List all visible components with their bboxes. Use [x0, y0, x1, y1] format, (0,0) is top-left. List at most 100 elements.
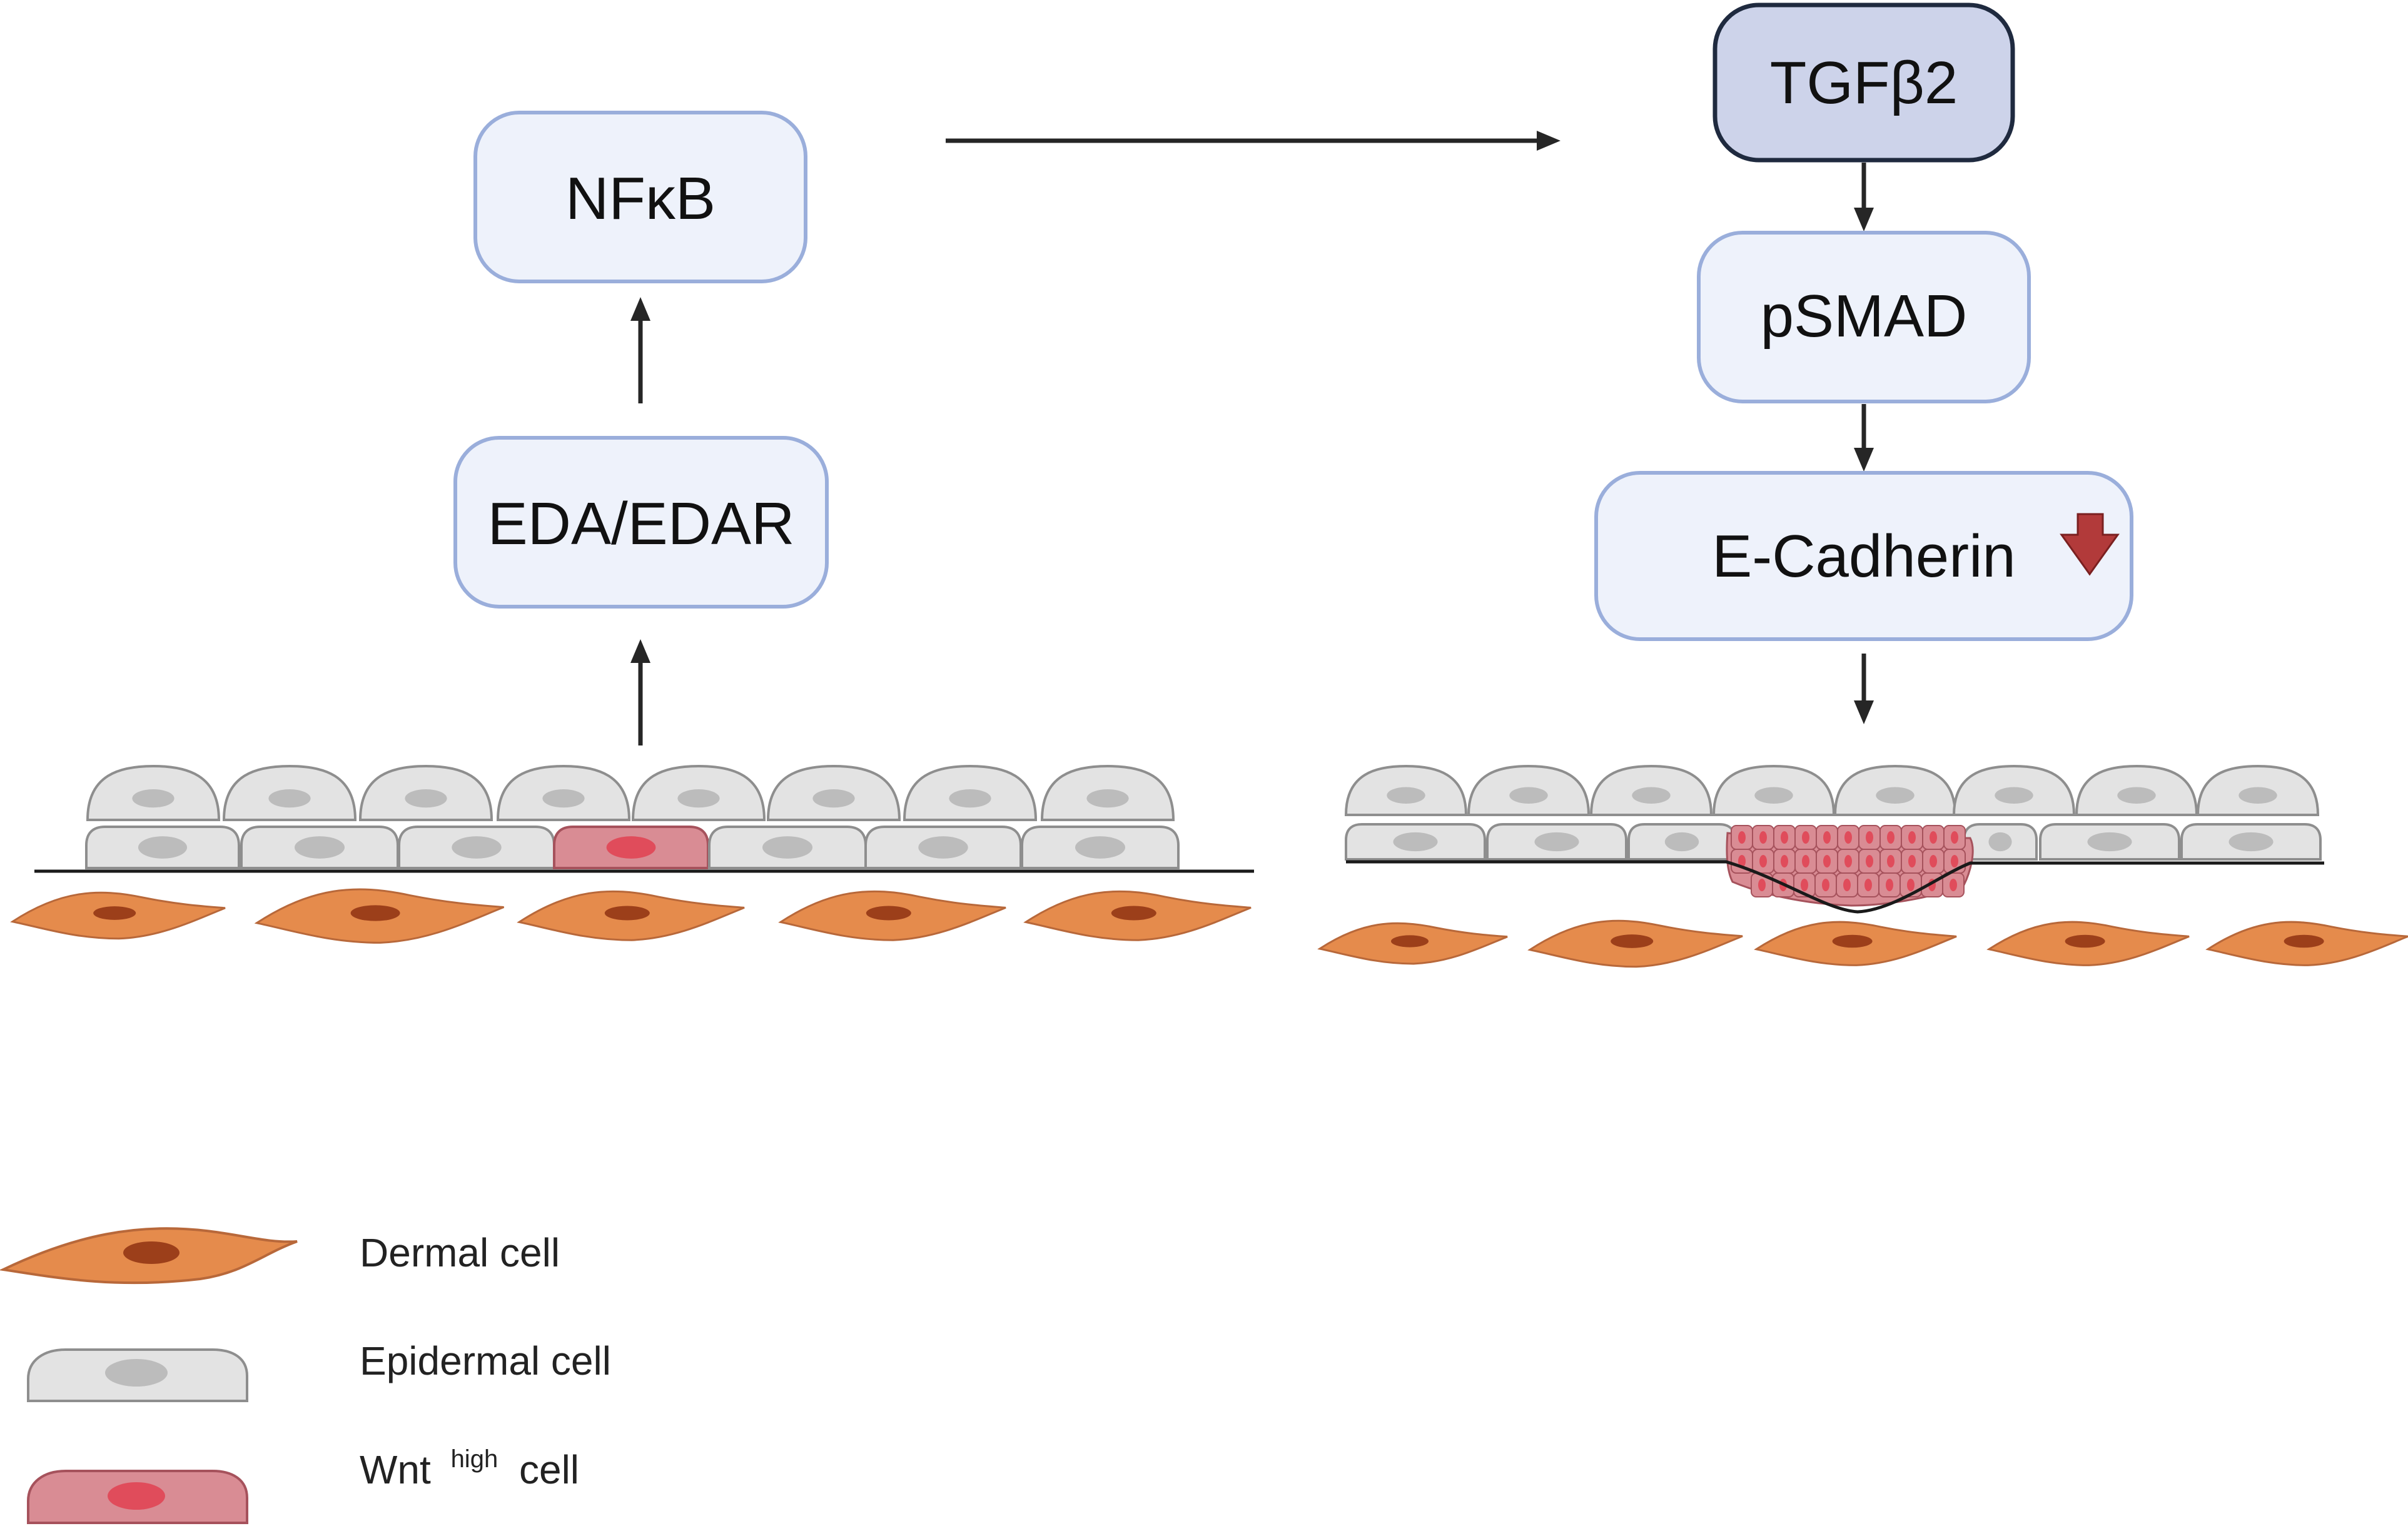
right-epidermal-top-cell-1 [1344, 764, 1468, 816]
right-epidermal-top-cell-8 [2196, 764, 2320, 816]
legend-epidermal-label: Epidermal cell [360, 1338, 611, 1383]
placode-cell-8 [1879, 825, 1902, 850]
left-epidermal-basal-cell-3-nucleus [452, 836, 502, 859]
left-epidermal-basal-cell-1 [85, 826, 240, 869]
right-epidermal-top-cell-3-nucleus [1632, 787, 1671, 804]
node-e-cadherin-label: E-Cadherin [1712, 523, 2016, 590]
left-dermal-cell-2-nucleus [350, 905, 400, 921]
placode-cell-nucleus [1822, 879, 1829, 891]
placode-cell-nucleus [1950, 879, 1957, 891]
arrows [630, 131, 1874, 745]
arrow-right-main [946, 131, 1561, 151]
arrow-down-2 [1854, 404, 1874, 472]
placode-cell-9 [1901, 825, 1923, 850]
left-dermal-cell-1-nucleus [93, 906, 136, 920]
left-epidermal-top-cell-1-nucleus [132, 789, 175, 808]
arrow-up-lower-head [630, 639, 650, 663]
left-epidermal-top-cell-3-nucleus [405, 789, 447, 808]
placode-cell-32 [1942, 872, 1965, 897]
placode-cell-13 [1752, 849, 1774, 874]
left-epidermal-basal-cell-7-nucleus [1075, 836, 1125, 859]
legend-dermal-label: Dermal cell [360, 1230, 560, 1275]
wnt-nucleus-icon [108, 1482, 165, 1510]
left-dermal-cell-4-nucleus [866, 906, 911, 921]
arrow-down-2-head [1854, 448, 1874, 472]
right-dermal-cell-5 [2205, 921, 2408, 966]
placode-cell-nucleus [1844, 831, 1852, 844]
placode-cell-nucleus [1951, 855, 1958, 867]
left-tissue [10, 764, 1254, 944]
left-dermal-cell-2 [254, 888, 505, 944]
placode-cell-nucleus [1759, 855, 1767, 867]
left-epidermal-top-cell-6 [766, 764, 901, 821]
right-epidermal-basal-cell-5 [2039, 823, 2180, 861]
right-dermal-cell-4-nucleus [2065, 934, 2105, 948]
placode-cell-2 [1752, 825, 1774, 850]
placode-cell-nucleus [1930, 831, 1937, 844]
left-dermal-cell-5 [1023, 890, 1252, 941]
left-epidermal-top-cell-8 [1040, 764, 1175, 821]
right-epidermal-top-cell-5-nucleus [1876, 787, 1915, 804]
legend-wnt-prefix: Wnt [360, 1447, 431, 1492]
placode-cell-nucleus [1844, 855, 1852, 867]
left-epidermal-basal-cell-1-nucleus [138, 836, 188, 859]
left-dermal-cell-1 [10, 891, 226, 940]
legend-epidermal-cell: Epidermal cell [27, 1338, 611, 1402]
placode-cell-nucleus [1759, 831, 1767, 844]
right-epidermal-basal-cell-2 [1486, 823, 1627, 861]
left-epidermal-top-cell-1 [86, 764, 221, 821]
right-dermal-cell-4 [1986, 921, 2190, 966]
right-dermal-cell-1-nucleus [1391, 935, 1429, 947]
placode-cell-4 [1794, 825, 1817, 850]
placode-cell-23 [1751, 872, 1773, 897]
epidermal-nucleus-icon [105, 1359, 168, 1387]
right-epidermal-top-cell-4-nucleus [1754, 787, 1793, 804]
left-epidermal-top-cell-7-nucleus [949, 789, 991, 808]
left-dermal-cell-4 [778, 890, 1006, 941]
placode-cell-3 [1773, 825, 1796, 850]
arrow-down-1 [1854, 163, 1874, 231]
left-epidermal-top-cell-5-nucleus [677, 789, 720, 808]
left-epidermal-basal-cell-2 [240, 826, 399, 869]
left-epidermal-top-cell-8-nucleus [1086, 789, 1129, 808]
placode-cell-6 [1837, 825, 1859, 850]
legend-wnt-suffix: cell [519, 1447, 579, 1492]
left-dermal-cell-3 [517, 890, 745, 941]
left-epidermal-basal-cell-7 [1021, 826, 1180, 869]
right-epidermal-top-cell-8-nucleus [2239, 787, 2277, 804]
placode-cell-nucleus [1801, 879, 1808, 891]
placode-cell-21 [1922, 849, 1945, 874]
placode-cell-27 [1836, 872, 1858, 897]
left-epidermal-basal-cell-6-nucleus [918, 836, 968, 859]
placode-cell-nucleus [1864, 879, 1872, 891]
left-epidermal-basal-cell-5-nucleus [762, 836, 812, 859]
legend: Dermal cell Epidermal cell Wnt high cell [0, 1227, 611, 1524]
node-eda-edar-label: EDA/EDAR [488, 490, 795, 557]
legend-dermal-cell: Dermal cell [0, 1227, 560, 1285]
placode-cell-nucleus [1802, 831, 1809, 844]
node-tgfb2: TGFβ2 [1712, 3, 2015, 163]
right-epidermal-top-cell-3 [1589, 764, 1713, 816]
placode-cell-nucleus [1781, 831, 1788, 844]
right-epidermal-top-cell-7 [2075, 764, 2198, 816]
right-epidermal-top-cell-6 [1952, 764, 2076, 816]
right-epidermal-basal-cell-3-nucleus [1664, 832, 1699, 852]
left-epidermal-top-cell-4-nucleus [542, 789, 585, 808]
right-epidermal-basal-cell-4-nucleus [1988, 832, 2012, 852]
legend-wnt-sup: high [451, 1445, 498, 1473]
left-epidermal-basal-cell-3 [398, 826, 555, 869]
right-dermal-cell-3 [1754, 921, 1957, 966]
right-dermal-cell-1 [1317, 922, 1508, 965]
placode-cell-nucleus [1886, 879, 1893, 891]
right-epidermal-basal-cell-3 [1627, 823, 1736, 861]
node-psmad: pSMAD [1697, 231, 2031, 403]
placode-cell-nucleus [1823, 831, 1831, 844]
right-epidermal-basal-cell-6-nucleus [2228, 832, 2274, 852]
right-epidermal-top-cell-2 [1467, 764, 1591, 816]
placode-cell-nucleus [1843, 879, 1851, 891]
right-epidermal-basal-cell-1 [1345, 823, 1486, 861]
arrow-up-upper-head [630, 297, 650, 321]
left-dermal-cell-5-nucleus [1111, 906, 1156, 921]
placode-cell-nucleus [1907, 879, 1915, 891]
